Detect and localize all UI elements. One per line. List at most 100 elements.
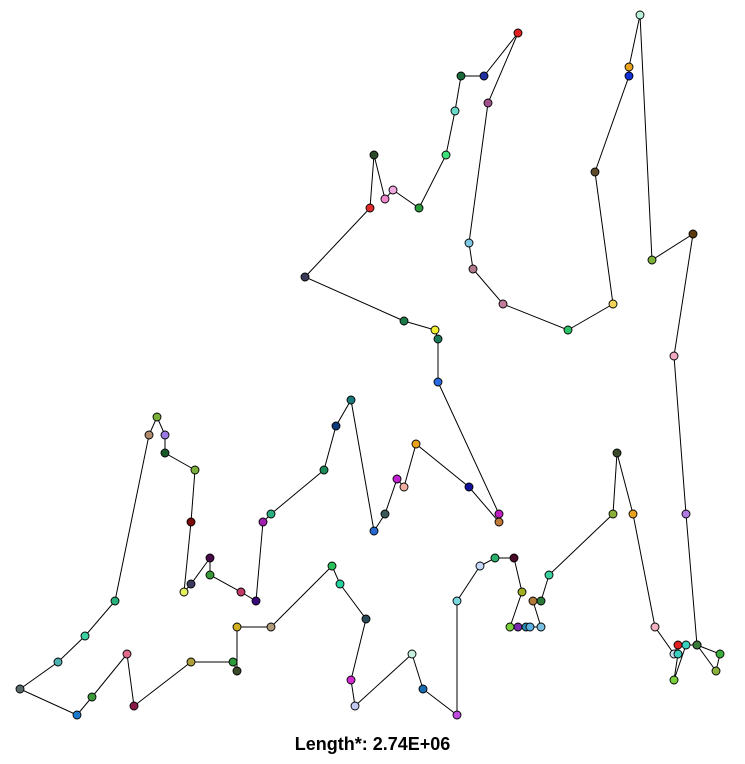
city-node: [490, 553, 500, 563]
city-node: [380, 194, 390, 204]
city-node: [331, 421, 341, 431]
city-node: [266, 509, 276, 519]
city-node: [110, 596, 120, 606]
city-node: [464, 238, 474, 248]
city-node: [205, 553, 215, 563]
city-node: [624, 62, 634, 72]
city-node: [53, 657, 63, 667]
city-node: [673, 640, 683, 650]
city-node: [590, 167, 600, 177]
city-node: [711, 666, 721, 676]
city-node: [452, 596, 462, 606]
city-node: [513, 622, 523, 632]
city-node: [186, 657, 196, 667]
city-node: [669, 351, 679, 361]
city-node: [361, 614, 371, 624]
city-node: [144, 430, 154, 440]
city-node: [475, 561, 485, 571]
city-node: [392, 474, 402, 484]
city-node: [715, 649, 725, 659]
city-node: [160, 430, 170, 440]
city-node: [258, 517, 268, 527]
city-node: [612, 448, 622, 458]
city-node: [494, 509, 504, 519]
city-node: [441, 150, 451, 160]
city-node: [479, 71, 489, 81]
city-node: [407, 649, 417, 659]
city-node: [430, 325, 440, 335]
city-node: [346, 675, 356, 685]
city-node: [369, 150, 379, 160]
city-node: [186, 517, 196, 527]
city-node: [300, 272, 310, 282]
city-node: [681, 640, 691, 650]
city-node: [608, 509, 618, 519]
city-node: [350, 701, 360, 711]
city-node: [129, 701, 139, 711]
city-node: [692, 640, 702, 650]
city-node: [335, 579, 345, 589]
city-node: [608, 299, 618, 309]
city-node: [365, 203, 375, 213]
city-node: [399, 316, 409, 326]
city-node: [87, 692, 97, 702]
city-node: [236, 587, 246, 597]
city-node: [399, 482, 409, 492]
city-node: [563, 325, 573, 335]
city-node: [468, 264, 478, 274]
city-node: [232, 666, 242, 676]
city-node: [450, 106, 460, 116]
city-node: [513, 28, 523, 38]
city-node: [205, 570, 215, 580]
city-node: [80, 631, 90, 641]
city-node: [72, 710, 82, 720]
city-node: [433, 334, 443, 344]
city-node: [498, 299, 508, 309]
city-node: [483, 98, 493, 108]
city-node: [681, 509, 691, 519]
tour-length-label: Length*: 2.74E+06: [294, 734, 451, 754]
city-node: [624, 71, 634, 81]
city-node: [15, 684, 25, 694]
city-node: [494, 517, 504, 527]
city-node: [122, 649, 132, 659]
city-node: [544, 570, 554, 580]
city-node: [669, 675, 679, 685]
city-node: [505, 622, 515, 632]
city-node: [452, 710, 462, 720]
city-node: [688, 229, 698, 239]
city-node: [186, 579, 196, 589]
city-node: [414, 203, 424, 213]
city-node: [456, 71, 466, 81]
city-node: [179, 587, 189, 597]
city-node: [517, 587, 527, 597]
city-node: [509, 553, 519, 563]
city-node: [411, 439, 421, 449]
city-node: [650, 622, 660, 632]
tour-edges: [19, 14, 721, 717]
city-node: [190, 465, 200, 475]
city-node: [232, 622, 242, 632]
city-node: [528, 596, 538, 606]
city-node: [251, 596, 261, 606]
city-node: [160, 448, 170, 458]
city-node: [635, 10, 645, 20]
city-node: [228, 657, 238, 667]
city-node: [319, 465, 329, 475]
city-node: [388, 185, 398, 195]
city-node: [525, 622, 535, 632]
city-node: [346, 395, 356, 405]
city-node: [536, 622, 546, 632]
city-node: [369, 526, 379, 536]
city-node: [266, 622, 276, 632]
tour-path: [19, 14, 721, 717]
city-node: [647, 255, 657, 265]
city-node: [327, 561, 337, 571]
city-node: [673, 649, 683, 659]
tour-cities: [15, 10, 725, 720]
city-node: [152, 412, 162, 422]
city-node: [433, 377, 443, 387]
city-node: [464, 482, 474, 492]
city-node: [536, 596, 546, 606]
